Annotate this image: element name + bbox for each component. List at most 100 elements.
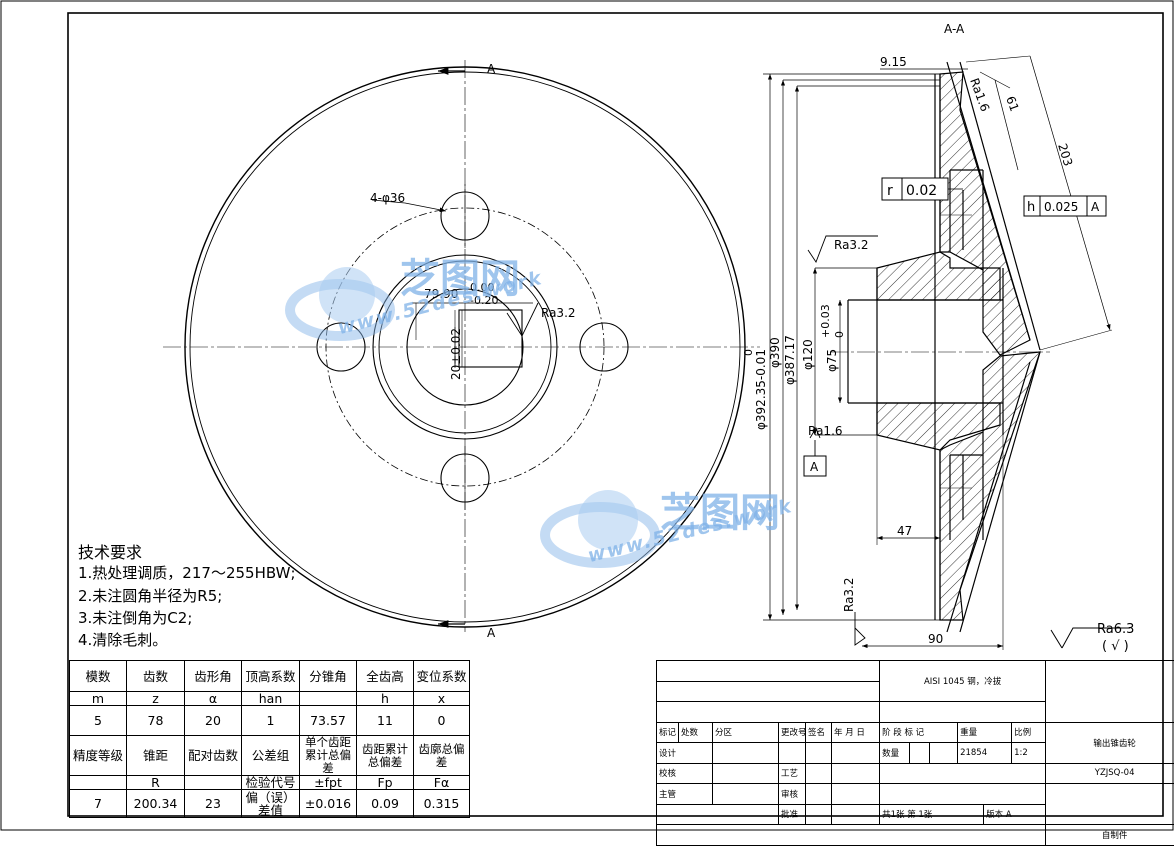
inner-border [67, 12, 1164, 817]
param-cell: 检验代号 [241, 775, 300, 790]
param-cell: 73.57 [299, 705, 357, 736]
watermark-name-1: 芝图网 [400, 256, 520, 302]
dia-390: φ390 [768, 337, 782, 368]
param-cell: 顶高系数 [241, 660, 300, 692]
param-cell: 公差组 [241, 735, 300, 776]
cut-label-bottom: A [487, 626, 496, 640]
tb-stage: 阶 段 标 记 [879, 721, 959, 743]
dia-392: φ392.35-0.01 [754, 349, 768, 430]
param-cell: 全齿高 [356, 660, 414, 692]
perp-datum: A [1091, 200, 1100, 214]
keyway [458, 309, 523, 368]
tech-title: 技术要求 [78, 543, 143, 562]
param-row-1: 模数齿数 齿形角顶高系数 分锥角全齿高 变位系数 [69, 660, 470, 692]
param-row-4: 精度等级锥距 配对齿数公差组 单个齿距累计总偏差 齿距累计总偏差 齿廓总偏差 [69, 735, 470, 776]
keyway-width: 79.90 [424, 287, 458, 301]
tb-sheets: 共1张 第 1张 [879, 803, 985, 825]
dim-top-small: 9.15 [880, 55, 907, 69]
tb-review: 审核 [778, 783, 806, 805]
param-cell: 23 [184, 789, 242, 818]
param-cell [184, 775, 242, 790]
param-cell: 20 [184, 705, 242, 736]
annotations: A-A A A 4-φ36 79.90 0.00 -0.20 Ra3.2 20±… [370, 22, 1134, 654]
dia-387: φ387.17 [783, 335, 797, 385]
key-height: 20±0.02 [449, 328, 463, 380]
param-cell: 0 [413, 705, 470, 736]
tb-header: 更改号 [778, 721, 806, 743]
cut-label-top: A [487, 62, 496, 76]
tech-line-1: 1.热处理调质，217～255HBW; [78, 564, 296, 582]
param-cell: m [69, 691, 127, 706]
dia-392-upper: 0 [742, 349, 755, 356]
runout-value: 0.02 [906, 183, 937, 199]
watermark-globe-icon-2 [540, 490, 660, 568]
param-cell: Fα [413, 775, 470, 790]
tb-header: 签名 [805, 721, 832, 743]
front-view [163, 60, 760, 632]
param-cell: ±fpt [299, 775, 357, 790]
param-cell: 200.34 [126, 789, 185, 818]
runout-symbol: r [887, 183, 893, 199]
ra-bottom: Ra3.2 [842, 577, 856, 612]
param-cell: 0.09 [356, 789, 414, 818]
dia-120: φ120 [801, 339, 815, 370]
part-name: 输出锥齿轮 [1045, 721, 1174, 764]
ra-face-top: Ra1.6 [967, 76, 992, 113]
dim-61: 61 [1003, 94, 1021, 113]
param-cell: 配对齿数 [184, 735, 242, 776]
param-cell: 7 [69, 789, 127, 818]
param-cell: 1 [241, 705, 300, 736]
ra-general-note: ( √ ) [1102, 639, 1129, 654]
param-cell: α [184, 691, 242, 706]
dim-90: 90 [928, 632, 943, 646]
perp-symbol: h [1027, 200, 1035, 215]
dim-47: 47 [897, 524, 912, 538]
param-cell: h [356, 691, 414, 706]
tb-check: 校核 [656, 762, 713, 784]
param-cell: R [126, 775, 185, 790]
dia-75: φ75 [825, 349, 839, 372]
tb-supervisor: 主管 [656, 783, 713, 805]
drawing-number: YZJSQ-04 [1045, 762, 1174, 784]
param-cell: 齿数 [126, 660, 185, 692]
tb-header: 年 月 日 [830, 721, 881, 743]
section-label: A-A [944, 22, 965, 36]
param-cell: 0.315 [413, 789, 470, 818]
tb-version: 版本 A [983, 803, 1047, 825]
watermark-name-2: 芝图网 [660, 490, 780, 536]
tech-line-3: 3.未注倒角为C2; [78, 609, 193, 627]
tb-header: 处数 [678, 721, 713, 743]
ra-keyway: Ra3.2 [541, 306, 576, 320]
param-cell: 变位系数 [413, 660, 470, 692]
perp-value: 0.025 [1044, 200, 1078, 214]
watermark-globe-icon [285, 267, 395, 341]
param-cell: 齿形角 [184, 660, 242, 692]
dim-203: 203 [1055, 142, 1075, 168]
section-view [763, 55, 1130, 650]
param-cell: 精度等级 [69, 735, 127, 776]
tech-line-2: 2.未注圆角半径为R5; [78, 587, 223, 605]
param-cell: 齿廓总偏差 [413, 735, 470, 776]
param-cell: 模数 [69, 660, 127, 692]
tb-scale-value: 1:2 [1011, 742, 1047, 764]
hole-callout: 4-φ36 [370, 191, 405, 205]
param-cell [299, 691, 357, 706]
param-cell: 单个齿距累计总偏差 [299, 735, 357, 776]
dia-75-tol-lower: 0 [833, 331, 846, 338]
param-cell: 锥距 [126, 735, 185, 776]
ra-general: Ra6.3 [1097, 622, 1134, 637]
tb-qty-label: 数量 [879, 742, 911, 764]
ra-hub: Ra3.2 [834, 238, 869, 252]
tb-design: 设计 [656, 742, 713, 764]
param-cell: 分锥角 [299, 660, 357, 692]
datum-label: A [810, 460, 819, 474]
param-cell: ±0.016 [299, 789, 357, 818]
keyway-tol-upper: 0.00 [470, 281, 495, 294]
